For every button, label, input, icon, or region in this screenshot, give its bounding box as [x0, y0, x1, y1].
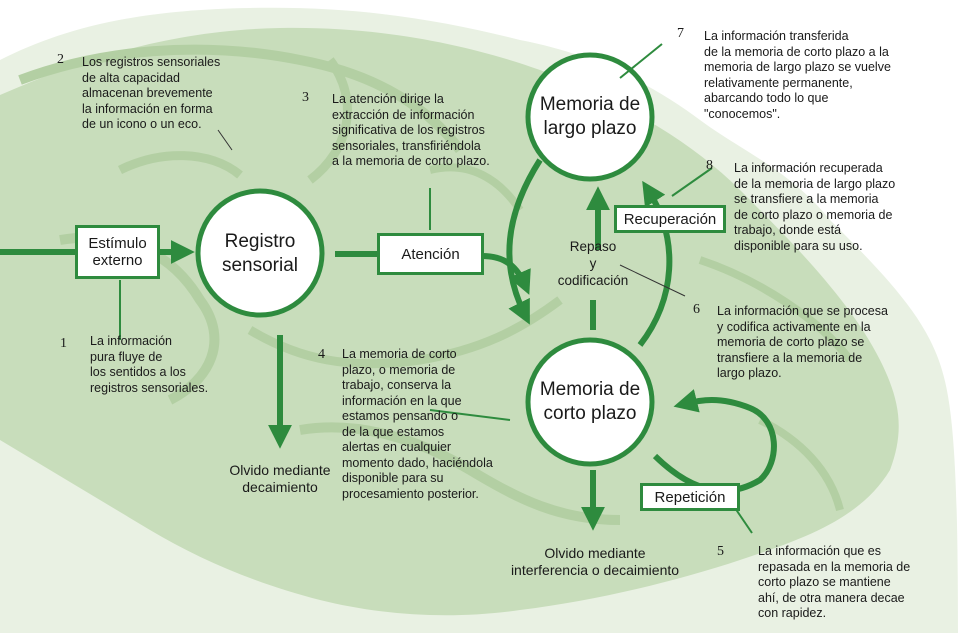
- note-3-number: 3: [302, 90, 309, 105]
- decay-outcome: Olvido mediante decaimiento: [229, 462, 331, 495]
- long-term-memory-label: Memoria de largo plazo: [539, 94, 641, 139]
- rehearsal-box: Repetición: [640, 483, 740, 511]
- note-6-text: La información que se procesa y codifica…: [717, 304, 888, 380]
- attention-box: Atención: [377, 233, 484, 275]
- note-5-text: La información que es repasada en la mem…: [758, 544, 911, 620]
- note-2-number: 2: [57, 52, 64, 67]
- short-term-memory-label: Memoria de corto plazo: [539, 379, 641, 424]
- sensory-register-circle: [195, 188, 325, 318]
- note-4-text: La memoria de corto plazo, o memoria de …: [342, 347, 493, 501]
- flow-arrows: [0, 158, 777, 531]
- note-3-text: La atención dirige la extracción de info…: [332, 92, 490, 168]
- note-8-number: 8: [706, 158, 713, 173]
- leader-lines: [119, 43, 753, 534]
- note-6-number: 6: [693, 302, 700, 317]
- short-term-memory-circle: [525, 337, 655, 467]
- note-1-number: 1: [60, 336, 67, 351]
- external-stimulus-box: Estímulo externo: [75, 225, 160, 279]
- note-4-number: 4: [318, 347, 325, 362]
- note-5-number: 5: [717, 544, 724, 559]
- note-2-text: Los registros sensoriales de alta capaci…: [82, 55, 221, 131]
- note-7-text: La información transferida de la memoria…: [704, 29, 891, 121]
- note-1-text: La información pura fluye de los sentido…: [90, 334, 209, 395]
- note-8-text: La información recuperada de la memoria …: [734, 161, 896, 253]
- encoding-label: Repaso y codificación: [557, 239, 629, 288]
- interference-outcome: Olvido mediante interferencia o decaimie…: [510, 545, 680, 578]
- sensory-register-label: Registro sensorial: [221, 231, 299, 276]
- retrieval-box: Recuperación: [614, 205, 726, 233]
- note-7-number: 7: [677, 26, 684, 41]
- long-term-memory-circle: [525, 52, 655, 182]
